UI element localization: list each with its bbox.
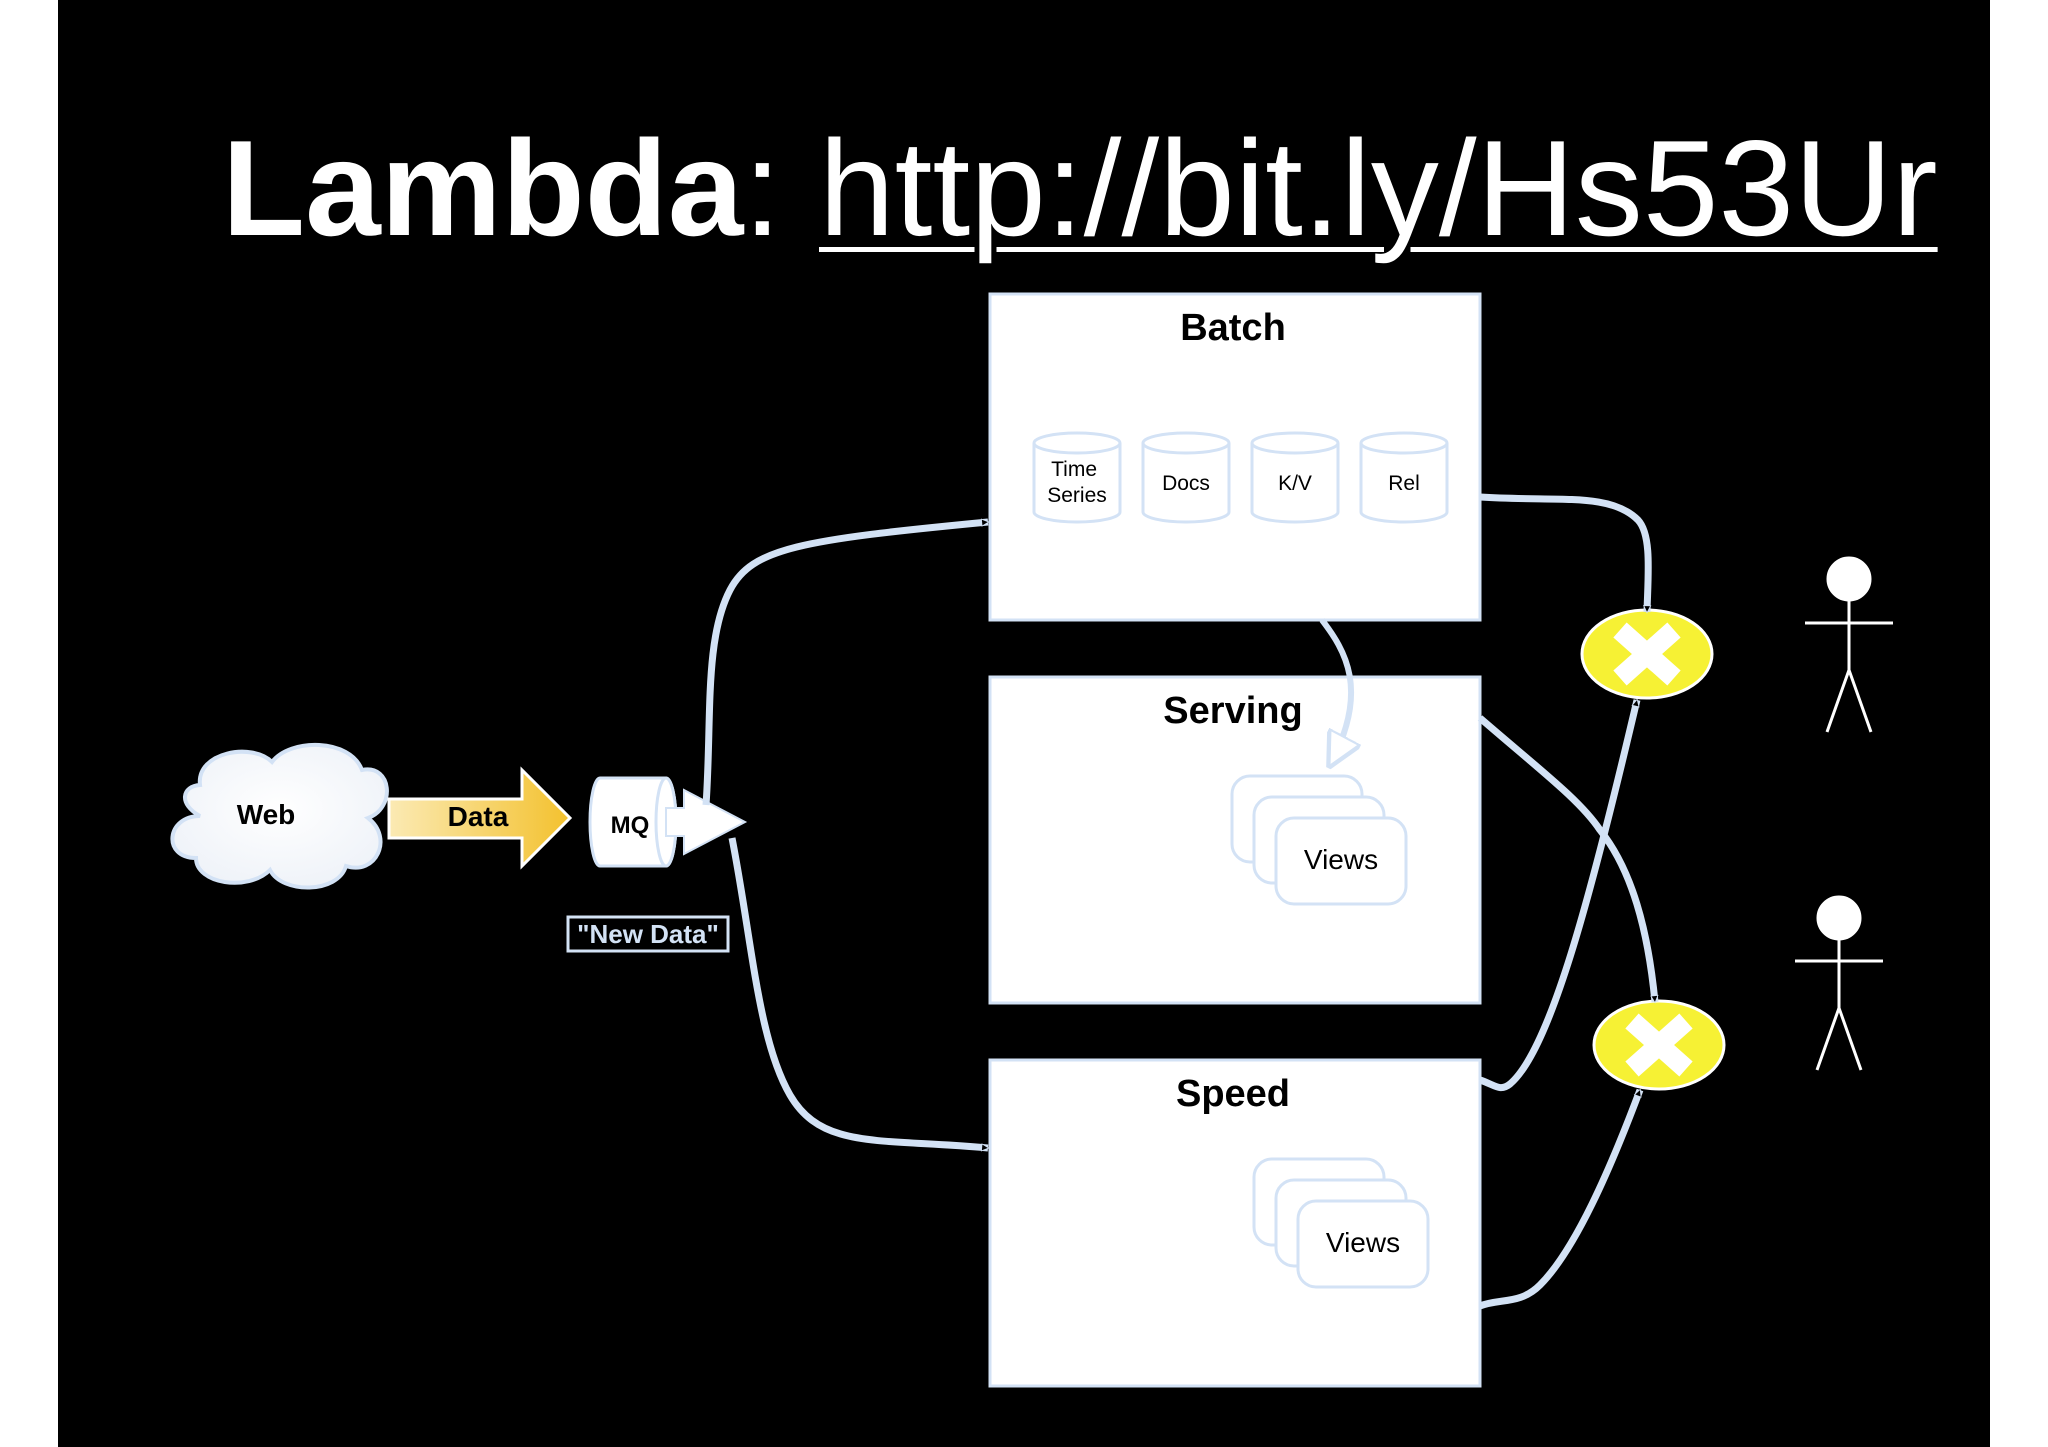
data-label: Data	[448, 801, 509, 832]
cylinder-icon	[1250, 443, 1340, 524]
cylinder-icon-top	[1250, 431, 1340, 455]
mq-label: MQ	[611, 812, 650, 839]
batch-to-merge-top-arrow	[1479, 493, 1652, 614]
mq-queue: MQ	[588, 776, 678, 868]
store-rel: Rel	[1359, 431, 1449, 524]
serving-to-merge-bottom-arrow	[1477, 715, 1659, 1004]
merge-node-top	[1580, 608, 1714, 700]
serving-views-label: Views	[1304, 844, 1378, 875]
web-label: Web	[237, 799, 296, 830]
mq-to-batch-arrow	[702, 518, 990, 806]
cylinder-icon-top	[1141, 431, 1231, 455]
title-separator: :	[743, 112, 819, 264]
mq-to-speed-arrow	[728, 837, 990, 1152]
batch-to-serving-arrow	[1319, 618, 1351, 765]
user-top-person-icon	[1805, 556, 1893, 733]
store-label-rel: Rel	[1388, 472, 1420, 495]
cylinder-icon-top	[1359, 431, 1449, 455]
title-bold: Lambda	[222, 112, 744, 264]
speed-to-merge-top-arrow	[1478, 698, 1641, 1092]
speed-views: Views	[1252, 1157, 1430, 1289]
web-cloud-icon: Web	[170, 743, 389, 890]
cylinder-icon-top	[1032, 431, 1122, 455]
view-card	[1296, 1199, 1430, 1289]
merge-node-bottom	[1592, 999, 1726, 1091]
store-label-kv: K/V	[1278, 472, 1312, 495]
new-data-label: "New Data"	[577, 919, 719, 949]
data-arrow-icon: Data	[387, 766, 573, 870]
speed-title: Speed	[1176, 1073, 1290, 1115]
speed-views-label: Views	[1326, 1227, 1400, 1258]
slide-title: Lambda: http://bit.ly/Hs53Ur	[222, 120, 1938, 256]
store-kv: K/V	[1250, 431, 1340, 524]
title-link[interactable]: http://bit.ly/Hs53Ur	[819, 112, 1938, 264]
store-docs: Docs	[1141, 431, 1231, 524]
mq-output-arrow-icon	[665, 788, 748, 856]
cylinder-icon	[1141, 443, 1231, 524]
serving-title: Serving	[1163, 690, 1302, 732]
store-label-time-series: Time Series	[1047, 458, 1107, 507]
cylinder-icon	[1032, 443, 1122, 524]
user-bottom-person-icon	[1795, 895, 1883, 1071]
view-card	[1274, 816, 1408, 906]
serving-views: Views	[1230, 774, 1408, 906]
speed-to-merge-bottom-arrow	[1478, 1088, 1644, 1310]
store-time-series: Time Series	[1032, 431, 1122, 524]
batch-title: Batch	[1180, 307, 1286, 349]
store-label-docs: Docs	[1162, 472, 1210, 495]
cylinder-icon	[1359, 443, 1449, 524]
new-data-tag: "New Data"	[566, 915, 730, 953]
